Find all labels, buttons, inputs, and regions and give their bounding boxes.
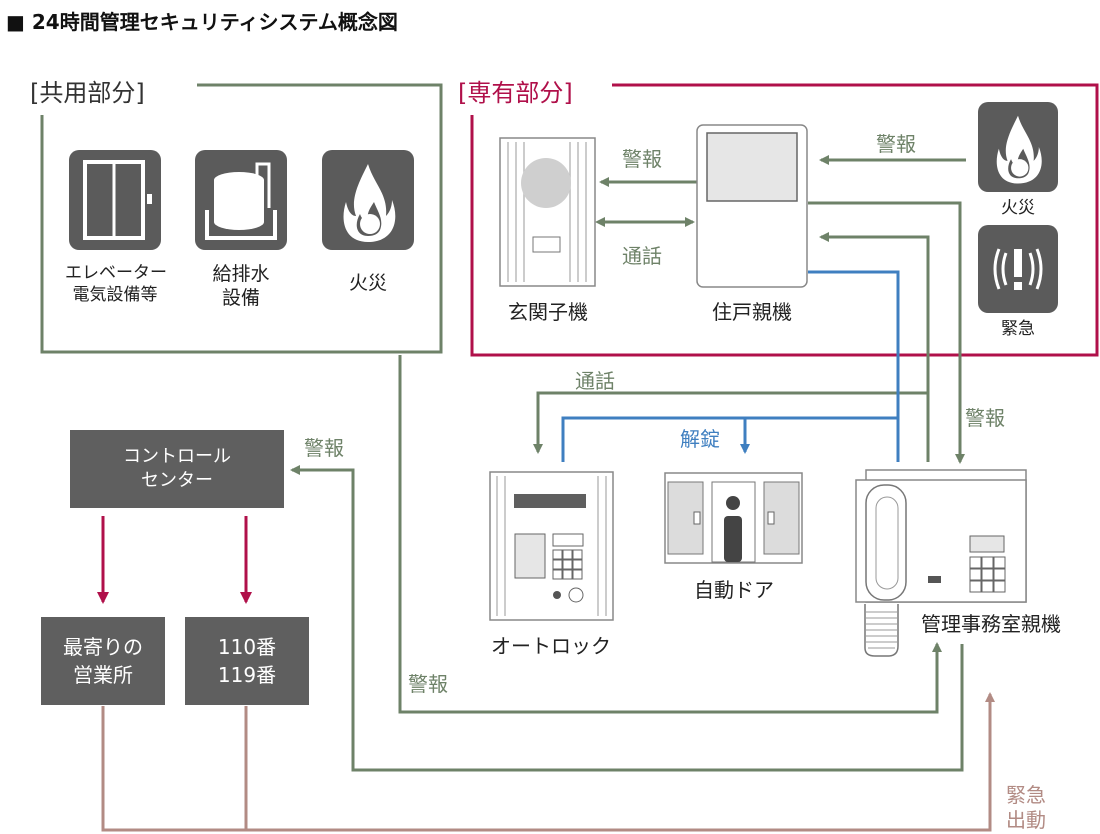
management-master-label: 管理事務室親機	[921, 612, 1061, 636]
alarm-label-sensors: 警報	[876, 132, 916, 156]
auto-door-label: 自動ドア	[694, 578, 774, 602]
call-label-entrance: 通話	[622, 244, 662, 268]
auto-lock-device	[489, 471, 614, 621]
police-number: 110番	[217, 635, 277, 659]
entrance-unit-label: 玄関子機	[508, 300, 588, 324]
elevator-icon	[69, 150, 161, 250]
alarm-label-common: 警報	[408, 672, 448, 696]
water-label-line2: 設備	[221, 287, 260, 309]
entrance-unit-device	[499, 137, 596, 287]
fire-icon	[322, 150, 414, 250]
dispatch-arrows	[97, 516, 252, 604]
emergency-dispatch-label: 緊急 出動	[1006, 783, 1046, 833]
auto-door-device	[664, 472, 803, 564]
nearest-office-box: 最寄りの 営業所	[41, 617, 165, 705]
common-section-frame	[40, 83, 443, 354]
water-tank-icon	[195, 150, 287, 250]
water-label: 給排水 設備	[191, 262, 291, 310]
alarm-label-management: 警報	[965, 406, 1005, 430]
emergency-label: 緊急	[1001, 319, 1035, 339]
nearest-office-line1: 最寄りの	[63, 635, 143, 659]
alarm-flow-lines	[290, 155, 966, 772]
elevator-label-line1: エレベーター	[65, 263, 167, 283]
emergency-number-box: 110番 119番	[185, 617, 309, 705]
call-label-autolock: 通話	[575, 369, 615, 393]
auto-lock-label: オートロック	[491, 634, 611, 658]
emergency-alert-icon	[978, 225, 1058, 313]
private-section-frame	[470, 83, 1099, 357]
water-label-line1: 給排水	[212, 263, 270, 285]
alarm-label-control: 警報	[304, 436, 344, 460]
fire-label-private: 火災	[1001, 198, 1035, 218]
elevator-label: エレベーター 電気設備等	[65, 262, 167, 306]
home-master-label: 住戸親機	[712, 300, 792, 324]
unlock-flow-lines	[561, 270, 900, 462]
nearest-office-line2: 営業所	[73, 663, 133, 687]
private-section-label: [専有部分]	[458, 79, 573, 107]
control-center-box: コントロール センター	[70, 430, 284, 508]
fire-number: 119番	[217, 663, 277, 687]
common-section-label: [共用部分]	[30, 79, 145, 107]
emergency-dispatch-line	[101, 692, 995, 832]
elevator-label-line2: 電気設備等	[72, 285, 158, 305]
management-master-device	[855, 469, 1027, 657]
control-center-line2: センター	[141, 470, 213, 491]
home-master-device	[696, 124, 808, 288]
unlock-label: 解錠	[680, 427, 720, 451]
alarm-label-entrance: 警報	[622, 147, 662, 171]
page-title: ■ 24時間管理セキュリティシステム概念図	[6, 10, 398, 34]
fire-label-common: 火災	[348, 272, 387, 294]
fire-icon	[978, 102, 1058, 192]
control-center-line1: コントロール	[123, 446, 231, 467]
emergency-dispatch-line1: 緊急	[1006, 783, 1046, 807]
emergency-dispatch-line2: 出動	[1006, 808, 1046, 832]
